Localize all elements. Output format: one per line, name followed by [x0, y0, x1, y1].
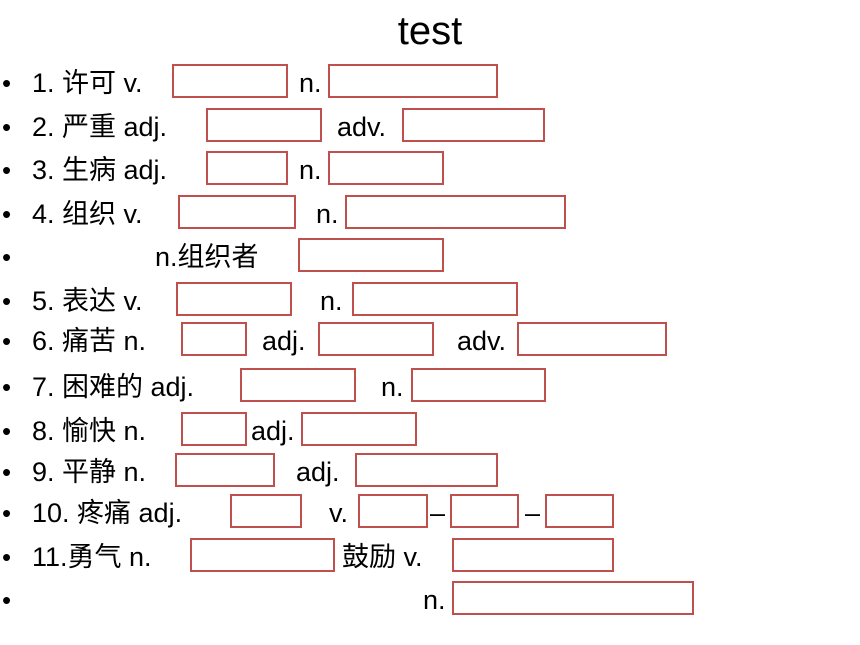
bullet: • [2, 112, 12, 142]
row-label: n. [316, 199, 339, 229]
bullet: • [2, 155, 12, 185]
answer-blank[interactable] [178, 195, 296, 229]
answer-blank[interactable] [345, 195, 566, 229]
answer-blank[interactable] [206, 108, 322, 142]
row-label: v. [329, 498, 348, 528]
list-item: • 11.勇气 n. 鼓励 v. [0, 538, 860, 581]
list-item: • n. [0, 581, 860, 624]
answer-blank[interactable] [358, 494, 428, 528]
bullet: • [2, 286, 12, 316]
row-label: n. [299, 68, 322, 98]
answer-blank[interactable] [450, 494, 519, 528]
bullet: • [2, 326, 12, 356]
answer-blank[interactable] [172, 64, 288, 98]
answer-blank[interactable] [301, 412, 417, 446]
answer-blank[interactable] [298, 238, 444, 272]
bullet: • [2, 68, 12, 98]
dash-separator: – [525, 498, 541, 528]
row-label: adj. [251, 416, 295, 446]
row-label: 1. 许可 v. [32, 68, 143, 98]
answer-blank[interactable] [190, 538, 335, 572]
bullet: • [2, 585, 12, 615]
row-label: 8. 愉快 n. [32, 416, 147, 446]
row-label: n. [423, 585, 446, 615]
row-label: n. [320, 286, 343, 316]
list-item: • 8. 愉快 n. adj. [0, 412, 860, 455]
bullet: • [2, 542, 12, 572]
row-label: 2. 严重 adj. [32, 112, 168, 142]
answer-blank[interactable] [175, 453, 275, 487]
bullet: • [2, 242, 12, 272]
row-label: 6. 痛苦 n. [32, 326, 147, 356]
answer-blank[interactable] [181, 322, 247, 356]
answer-blank[interactable] [517, 322, 667, 356]
answer-blank[interactable] [545, 494, 614, 528]
list-item: • 3. 生病 adj. n. [0, 151, 860, 194]
row-label: adj. [296, 457, 340, 487]
bullet: • [2, 199, 12, 229]
bullet: • [2, 457, 12, 487]
list-item: • 9. 平静 n. adj. [0, 453, 860, 496]
row-label: n. [381, 372, 404, 402]
row-label: 4. 组织 v. [32, 199, 143, 229]
row-label: adv. [457, 326, 507, 356]
answer-blank[interactable] [402, 108, 545, 142]
answer-blank[interactable] [452, 581, 694, 615]
list-item: • 2. 严重 adj. adv. [0, 108, 860, 151]
list-item: • 4. 组织 v. n. [0, 195, 860, 238]
row-label: 3. 生病 adj. [32, 155, 168, 185]
bullet: • [2, 416, 12, 446]
row-label: n.组织者 [155, 242, 259, 272]
list-item: • 7. 困难的 adj. n. [0, 368, 860, 411]
answer-blank[interactable] [206, 151, 288, 185]
answer-blank[interactable] [328, 64, 498, 98]
answer-blank[interactable] [181, 412, 247, 446]
answer-blank[interactable] [452, 538, 614, 572]
answer-blank[interactable] [355, 453, 498, 487]
answer-blank[interactable] [230, 494, 302, 528]
answer-blank[interactable] [411, 368, 546, 402]
list-item: • 6. 痛苦 n. adj. adv. [0, 322, 860, 365]
list-item: • 1. 许可 v. n. [0, 64, 860, 107]
dash-separator: – [430, 498, 446, 528]
answer-blank[interactable] [240, 368, 356, 402]
row-label: adj. [262, 326, 306, 356]
row-label: 7. 困难的 adj. [32, 372, 195, 402]
bullet: • [2, 498, 12, 528]
row-label: n. [299, 155, 322, 185]
answer-blank[interactable] [318, 322, 434, 356]
bullet: • [2, 372, 12, 402]
row-label: 11.勇气 n. [32, 542, 152, 572]
list-item: • 10. 疼痛 adj. v. – – [0, 494, 860, 537]
row-label: adv. [337, 112, 387, 142]
answer-blank[interactable] [176, 282, 292, 316]
row-label: 5. 表达 v. [32, 286, 143, 316]
answer-blank[interactable] [328, 151, 444, 185]
row-label: 鼓励 v. [342, 542, 423, 572]
row-label: 10. 疼痛 adj. [32, 498, 183, 528]
slide-title: test [397, 9, 463, 53]
row-label: 9. 平静 n. [32, 457, 147, 487]
list-item: • 5. 表达 v. n. [0, 282, 860, 325]
answer-blank[interactable] [352, 282, 518, 316]
list-item: • n.组织者 [0, 238, 860, 281]
